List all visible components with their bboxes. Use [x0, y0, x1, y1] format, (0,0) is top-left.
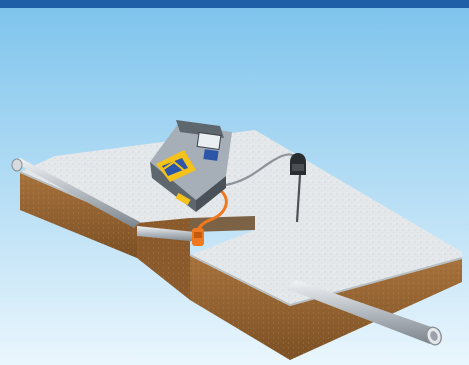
header-bar	[0, 0, 469, 8]
connection-clamp	[192, 228, 204, 246]
